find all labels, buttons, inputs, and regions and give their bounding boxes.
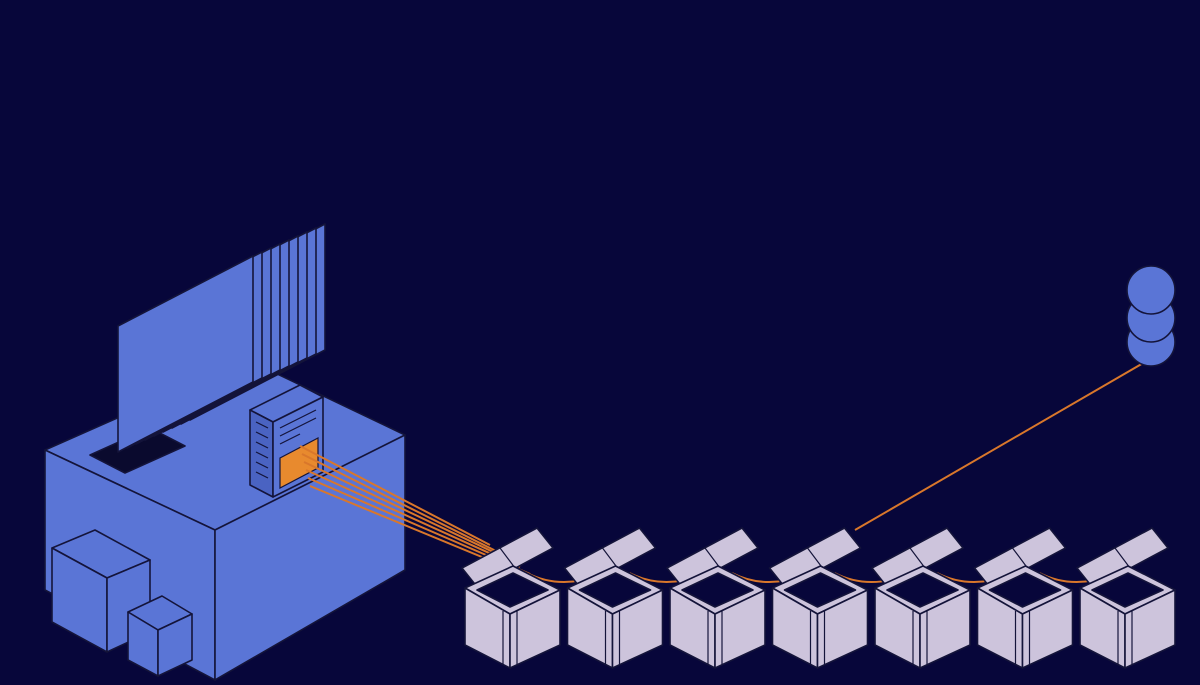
- open-box: [563, 527, 664, 669]
- open-box: [768, 527, 869, 669]
- open-box: [973, 527, 1074, 669]
- machine: [44, 223, 406, 681]
- sheet: [117, 255, 254, 453]
- coin-wire: [854, 361, 1146, 531]
- open-box: [871, 527, 971, 669]
- open-box: [461, 527, 561, 669]
- coin-stack: [1126, 265, 1176, 367]
- sheet-stack: [117, 223, 326, 453]
- open-box: [666, 527, 766, 669]
- small-box-small: [127, 595, 193, 677]
- small-box-large: [51, 529, 151, 653]
- wire: [303, 461, 511, 561]
- wire: [299, 445, 491, 546]
- wire: [301, 453, 501, 554]
- coin: [1126, 265, 1176, 315]
- box-row: [461, 527, 1176, 669]
- wire: [305, 469, 521, 568]
- open-box: [1076, 527, 1176, 669]
